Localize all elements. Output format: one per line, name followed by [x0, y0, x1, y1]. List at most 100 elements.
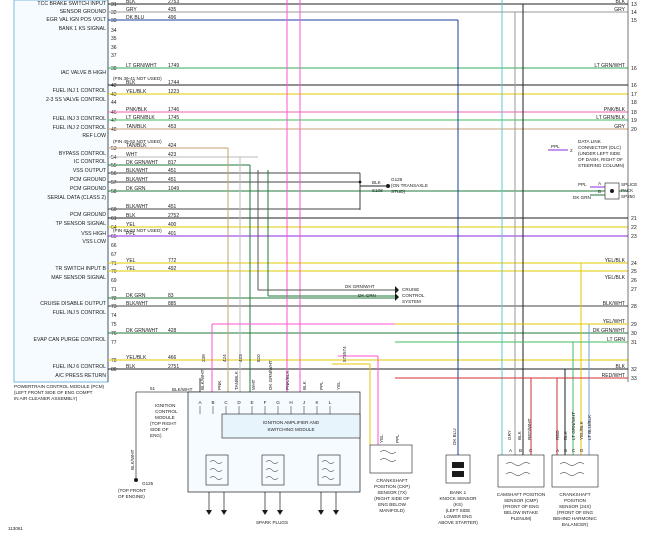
circuit-number: 451 [168, 204, 177, 210]
right-pin-number: 28 [631, 304, 637, 310]
pcm-box [13, 0, 109, 383]
icm-pin-letter: A [198, 400, 202, 405]
right-wire-label: PNK/BLK [604, 107, 626, 113]
pcm-pin-number: 77 [111, 340, 117, 346]
pcm-pin-number: 76 [111, 331, 117, 337]
ks-label-6: ABOVE STARTER) [438, 520, 478, 525]
pcm-pin-number: 55 [111, 163, 117, 169]
right-pin-number: 32 [631, 367, 637, 373]
cmp-label-2: SENSOR (CMP) [504, 498, 538, 503]
g128-sub2: STUD) [391, 189, 406, 194]
right-pin-number: 23 [631, 234, 637, 240]
circuit-number: 423 [168, 152, 177, 158]
pcm-pin-number: 58 [111, 189, 117, 195]
wire-color-label: GRY [126, 7, 137, 13]
right-pin-number: 16 [631, 66, 637, 72]
ks-wire: DK BLU [452, 428, 457, 445]
right-pin-number: 18 [631, 100, 637, 106]
circuit-number: 451 [168, 177, 177, 183]
right-wire-label: BLK [616, 364, 626, 370]
right-wire-label: GRY [614, 124, 625, 130]
wire-color-label: YEL/BLK [126, 355, 147, 361]
right-wire-label: YEL/BLK [605, 275, 626, 281]
circuit-number: 1744 [168, 80, 179, 86]
icm-pin-letter: D [237, 400, 241, 405]
right-pin-number: 33 [631, 376, 637, 382]
ckp-label-5: ENG BELOW [378, 502, 406, 507]
pcm-function-label: SERIAL DATA (CLASS 2) [47, 195, 106, 201]
pcm-pin-number: 73 [111, 304, 117, 310]
ckp24-wire-2: BLK [563, 430, 568, 440]
icm-label-3: MODULE [155, 415, 175, 420]
cruise-wire-1: DK GRN/WHT [345, 284, 375, 289]
circuit-number: 400 [168, 222, 177, 228]
pcm-pin-number: 70 [111, 269, 117, 275]
wire-color-label: DK BLU [126, 15, 144, 21]
icm-pin-letter: K [315, 400, 319, 405]
pcm-function-label: VSS HIGH [81, 231, 106, 237]
figure-id: 113061 [8, 526, 23, 531]
pcm-pin-number: 71 [111, 287, 117, 293]
icm-pin-letter: G [276, 400, 280, 405]
right-wire-label: RED/WHT [602, 373, 625, 379]
ckp24-pin-c: C [572, 448, 576, 453]
right-wire-label: YEL/BLK [605, 258, 626, 264]
right-wire-label: DK GRN/WHT [593, 328, 625, 334]
pcm-pin-number: 71 [111, 261, 117, 267]
pcm-pin-number: 74 [111, 313, 117, 319]
cmp-pin-a: A [509, 448, 513, 453]
right-pin-number: 25 [631, 269, 637, 275]
cruise-label-2: CONTROL [402, 293, 425, 298]
g128-splice: S108 [372, 188, 383, 193]
pcm-function-label: A/C PRESS RETURN [55, 373, 106, 379]
dlc-wire-label: PPL [551, 144, 560, 149]
right-pin-number: 27 [631, 287, 637, 293]
icm-wire-label: PNK/BLK [285, 370, 290, 390]
pcm-function-label: VSS OUTPUT [73, 168, 107, 174]
dlc-label-2: CONNECTOR (DLC) [578, 145, 622, 150]
wire-color-label: BLK/WHT [126, 177, 148, 183]
pcm-pin-number: 56 [111, 171, 117, 177]
splice-wire-b: DK GRN [573, 195, 591, 200]
pcm-pin-number: 34 [111, 28, 117, 34]
ckp24-wire-3: LT GRN/WHT [571, 412, 576, 440]
icm-label-1: IGNITION [155, 403, 175, 408]
icm-pin-letter: E [250, 400, 253, 405]
icm-wire-label: YEL [336, 381, 341, 390]
pcm-pin-number: 47 [111, 118, 117, 124]
wire-color-label: BLK/WHT [126, 204, 148, 210]
pcm-pin-number: 67 [111, 252, 117, 258]
cmp-label-4: BELOW INTAKE [504, 510, 538, 515]
ks-label-4: (LEFT SIDE [446, 508, 471, 513]
circuit-number: 428 [168, 328, 177, 334]
circuit-number: 401 [168, 231, 177, 237]
right-pin-number: 24 [631, 261, 637, 267]
cmp-sensor: GRY BLK RED/WHT A B C CAMSHAFT POSITION … [497, 418, 545, 521]
pcm-pin-number: 38 [111, 66, 117, 72]
cruise-label-1: CRUISE [402, 287, 419, 292]
circuit-number: 2752 [168, 213, 179, 219]
wire-color-label: BLK [126, 213, 136, 219]
right-wire-label: GRY [614, 7, 625, 13]
icm-wire-label: BLK/WHT [200, 369, 205, 390]
g125-sub2: OF ENGINE) [118, 494, 145, 499]
icm-pin-letter: F [264, 400, 267, 405]
pcm-function-label: FUEL INJ 3 CONTROL [53, 116, 107, 122]
pcm-caption: POWERTRAIN CONTROL MODULE (PCM)(LEFT FRO… [14, 384, 105, 401]
circuit-number: 496 [168, 15, 177, 21]
right-wire-label: LT GRN/BLK [596, 115, 625, 121]
g128-sub: (ON TRANSAXLE [391, 183, 428, 188]
icm-wire-label: DK GRN/WHT [268, 360, 273, 390]
right-pin-number: 15 [631, 18, 637, 24]
pcm-function-label: EVAP CAN PURGE CONTROL [34, 337, 107, 343]
circuit-number: 1745 [168, 115, 179, 121]
right-pin-number: 17 [631, 92, 637, 98]
right-wire-label: LT GRN [607, 337, 625, 343]
ckp24-wire-4: YEL/BLK [579, 420, 584, 440]
pcm-pin-number: 35 [111, 36, 117, 42]
icm-circuit-code: 424 [222, 354, 227, 362]
right-pin-number: 31 [631, 340, 637, 346]
dlc-label-1: DATA LINK [578, 139, 602, 144]
